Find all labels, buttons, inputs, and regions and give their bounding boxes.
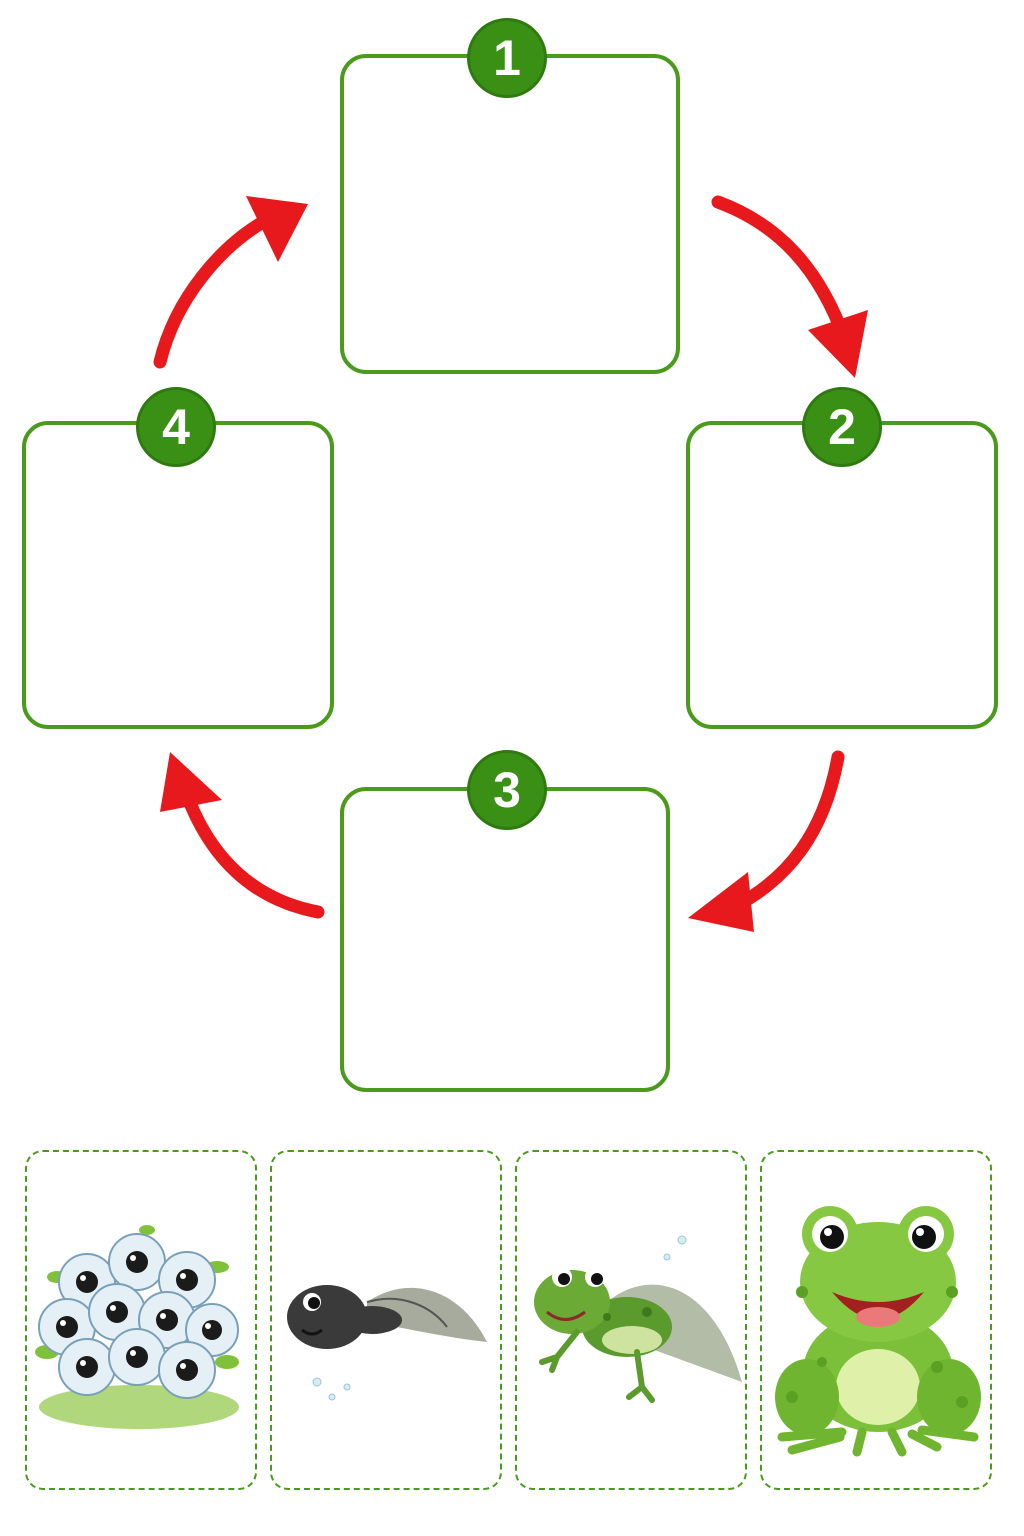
step-2-badge: 2: [802, 387, 882, 467]
slot-step-3[interactable]: [340, 787, 670, 1092]
arrowhead-2-to-3: [688, 872, 754, 932]
slot-step-4[interactable]: [22, 421, 334, 729]
arrowhead-1-to-2: [808, 310, 868, 378]
cycle-arrows: [153, 195, 868, 932]
step-4-badge: 4: [136, 387, 216, 467]
step-1-badge: 1: [467, 18, 547, 98]
arrow-4-to-1: [153, 211, 277, 369]
froglet-icon: [534, 1235, 742, 1403]
adult-frog-icon: [775, 1206, 981, 1457]
arrowhead-3-to-4: [160, 752, 222, 812]
card-frog-eggs[interactable]: [25, 1150, 257, 1490]
arrowhead-4-to-1: [246, 196, 308, 262]
card-tadpole[interactable]: [270, 1150, 502, 1490]
arrow-1-to-2: [711, 195, 852, 347]
tadpole-icon: [287, 1285, 487, 1401]
card-adult-frog[interactable]: [760, 1150, 992, 1490]
step-3-badge: 3: [467, 750, 547, 830]
slot-step-2[interactable]: [686, 421, 998, 729]
frog-eggs-icon: [35, 1225, 239, 1429]
arrow-3-to-4: [178, 783, 325, 919]
card-froglet[interactable]: [515, 1150, 747, 1490]
